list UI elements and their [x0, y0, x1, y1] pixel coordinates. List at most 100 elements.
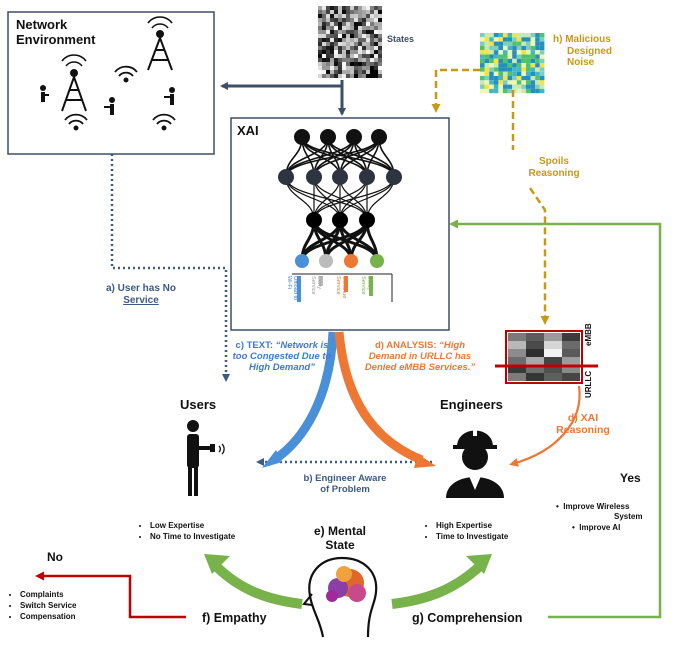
- analysis-explanation-arrowhead: [414, 454, 436, 468]
- states-cell: [322, 54, 326, 58]
- states-cell: [330, 14, 334, 18]
- states-cell: [342, 38, 346, 42]
- states-cell: [374, 42, 378, 46]
- slice-cell: [562, 373, 580, 381]
- noise-cell: [480, 80, 485, 85]
- noise-cell: [489, 54, 494, 59]
- noise-cell: [507, 41, 513, 46]
- noise-heatmap: [480, 33, 545, 94]
- slice-cell: [508, 341, 526, 349]
- states-cell: [370, 58, 374, 62]
- comprehension-arrowhead: [466, 554, 492, 574]
- states-cell: [354, 38, 358, 42]
- action-label: DelayService: [360, 276, 372, 295]
- noise-cell: [535, 37, 540, 42]
- states-cell: [350, 14, 354, 18]
- states-cell: [366, 22, 370, 26]
- noise-cell: [498, 50, 503, 55]
- slice-cell: [508, 357, 526, 365]
- noise-cell: [521, 33, 526, 38]
- noise-cell: [507, 88, 513, 94]
- states-cell: [334, 26, 338, 30]
- noise-cell: [493, 88, 499, 94]
- states-cell: [378, 38, 382, 42]
- states-cell: [350, 70, 354, 74]
- noise-cell: [498, 63, 503, 68]
- noise-cell: [498, 58, 503, 64]
- states-cell: [366, 42, 370, 46]
- states-cell: [354, 42, 358, 46]
- user-figure-icon: [187, 420, 215, 496]
- states-cell: [342, 62, 346, 66]
- noise-cell: [503, 54, 508, 59]
- network-environment-box: [7, 11, 215, 155]
- states-cell: [378, 58, 382, 62]
- noise-cell: [480, 37, 485, 42]
- analysis-explanation-label: d) ANALYSIS: “High Demand in URLLC has D…: [364, 340, 476, 373]
- states-cell: [330, 26, 334, 30]
- states-cell: [334, 34, 338, 38]
- noise-cell: [489, 58, 494, 64]
- states-cell: [322, 66, 326, 70]
- states-cell: [366, 14, 370, 18]
- person-icon-2: [104, 97, 115, 115]
- states-cell: [354, 66, 358, 70]
- noise-cell: [480, 84, 485, 89]
- noise-cell: [493, 58, 499, 64]
- noise-cell: [503, 88, 508, 94]
- noise-cell: [493, 84, 499, 89]
- list-item: No Time to Investigate: [150, 532, 235, 543]
- states-cell: [358, 50, 362, 54]
- states-cell: [350, 10, 354, 14]
- states-cell: [358, 46, 362, 50]
- noise-cell: [539, 54, 545, 59]
- states-cell: [326, 74, 330, 78]
- states-cell: [374, 58, 378, 62]
- noise-cell: [493, 45, 499, 51]
- states-cell: [326, 10, 330, 14]
- nn-node: [386, 169, 402, 185]
- noise-cell: [512, 45, 517, 51]
- states-cell: [378, 26, 382, 30]
- states-cell: [342, 34, 346, 38]
- states-cell: [362, 38, 366, 42]
- no-outcomes: Complaints Switch Service Compensation: [6, 590, 76, 622]
- states-cell: [350, 30, 354, 34]
- states-cell: [322, 70, 326, 74]
- states-cell: [342, 54, 346, 58]
- states-cell: [326, 54, 330, 58]
- noise-cell: [503, 58, 508, 64]
- nn-node: [332, 169, 348, 185]
- states-cell: [346, 30, 350, 34]
- slice-cell: [526, 333, 544, 341]
- noise-cell: [493, 37, 499, 42]
- states-cell: [334, 46, 338, 50]
- noise-cell: [512, 84, 517, 89]
- states-cell: [354, 26, 358, 30]
- noise-cell: [484, 41, 490, 46]
- states-cell: [338, 46, 342, 50]
- states-cell: [322, 34, 326, 38]
- states-cell: [342, 46, 346, 50]
- noise-cell: [489, 67, 494, 72]
- noise-cell: [489, 80, 494, 85]
- states-cell: [350, 18, 354, 22]
- noise-cell: [516, 50, 522, 55]
- noise-cell: [521, 58, 526, 64]
- slice-heatmap-frame: [505, 330, 583, 384]
- states-cell: [358, 14, 362, 18]
- noise-cell: [498, 71, 503, 76]
- states-cell: [350, 54, 354, 58]
- states-cell: [358, 26, 362, 30]
- states-cell: [318, 46, 322, 50]
- states-cell: [318, 38, 322, 42]
- action-bar-deny: [319, 276, 323, 286]
- slice-cell: [526, 341, 544, 349]
- noise-cell: [530, 58, 536, 64]
- slice-cell: [544, 349, 562, 357]
- noise-cell: [516, 41, 522, 46]
- states-cell: [322, 46, 326, 50]
- states-heatmap: [318, 6, 382, 78]
- noise-cell: [503, 50, 508, 55]
- noise-cell: [480, 88, 485, 94]
